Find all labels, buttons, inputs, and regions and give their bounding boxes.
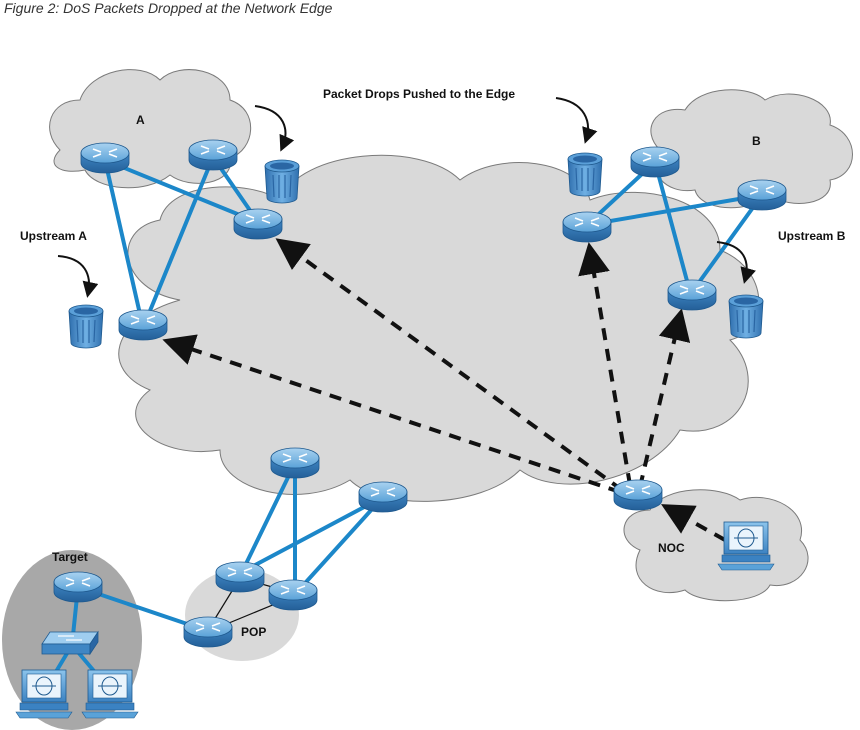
- core-network-cloud: [118, 154, 760, 502]
- router-icon: [737, 179, 787, 211]
- router-icon: [118, 309, 168, 341]
- router-icon: [233, 208, 283, 240]
- arrow-to-upstream-b-edge: [638, 308, 691, 488]
- drop-arrow-upstream-a: [57, 255, 99, 298]
- target-label: Target: [52, 550, 88, 564]
- router-icon: [358, 481, 408, 513]
- trash-bin-icon: [567, 152, 603, 197]
- dos-arrows: [162, 238, 726, 542]
- cloud-b-label: B: [752, 134, 761, 148]
- router-icon: [215, 561, 265, 593]
- upstream-b-label: Upstream B: [778, 229, 846, 243]
- drop-arrow-a: [254, 105, 295, 152]
- router-icon: [562, 211, 612, 243]
- cloud-b: [650, 89, 853, 209]
- router-icon: [613, 479, 663, 511]
- headline-label: Packet Drops Pushed to the Edge: [323, 87, 515, 101]
- router-icon: [630, 146, 680, 178]
- arrow-to-upstream-a-edge: [162, 334, 621, 494]
- drop-arrows: [57, 97, 756, 298]
- router-icon: [80, 142, 130, 174]
- upstream-a-label: Upstream A: [20, 229, 87, 243]
- trash-bin-icon: [728, 294, 764, 339]
- arrow-to-cloud-a-edge: [275, 238, 624, 492]
- switch-icon: [41, 631, 99, 655]
- arrow-noc-to-edge: [661, 504, 726, 542]
- pop-label: POP: [241, 625, 266, 639]
- figure-caption: Figure 2: DoS Packets Dropped at the Net…: [4, 0, 333, 16]
- drop-arrow-headline: [555, 97, 598, 144]
- noc-label: NOC: [658, 541, 685, 555]
- trash-bin-icon: [68, 304, 104, 349]
- router-icon: [667, 279, 717, 311]
- router-icon: [183, 616, 233, 648]
- arrow-to-cloud-b-edge: [578, 242, 632, 486]
- trash-bin-icon: [264, 159, 300, 204]
- router-icon: [268, 579, 318, 611]
- router-icon: [53, 571, 103, 603]
- router-icon: [270, 447, 320, 479]
- router-icon: [188, 139, 238, 171]
- cloud-a-label: A: [136, 113, 145, 127]
- drop-arrow-upstream-b: [716, 241, 756, 284]
